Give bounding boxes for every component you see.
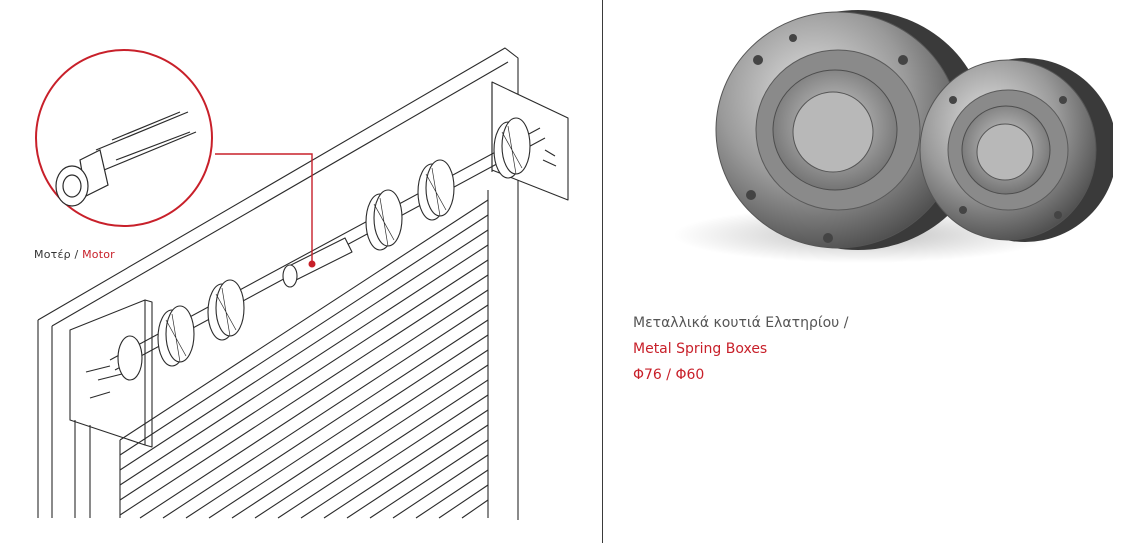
spring-boxes-photo — [673, 10, 1113, 263]
product-sizes: Φ76 / Φ60 — [633, 367, 705, 383]
motor-illustration-panel: Μοτέρ / Motor — [34, 47, 569, 520]
product-panel: Μεταλλικά κουτιά Ελατηρίου / Metal Sprin… — [603, 0, 1124, 543]
large-spring-box — [715, 10, 986, 250]
motor-caption: Μοτέρ / Motor — [34, 248, 115, 261]
wall-outline — [37, 47, 519, 520]
small-spring-box — [919, 58, 1113, 242]
motor-callout — [35, 49, 316, 268]
motor-caption-greek: Μοτέρ — [34, 248, 71, 261]
motor-caption-english: Motor — [82, 248, 115, 261]
product-title-english: Metal Spring Boxes — [633, 341, 768, 357]
motor-caption-separator: / — [70, 248, 83, 261]
vertical-divider — [602, 0, 603, 543]
product-title-greek: Μεταλλικά κουτιά Ελατηρίου / — [633, 315, 849, 331]
shutter-curtain — [119, 190, 489, 518]
product-description: Μεταλλικά κουτιά Ελατηρίου / Metal Sprin… — [633, 310, 848, 388]
roller-shutter-drawing — [35, 47, 569, 520]
